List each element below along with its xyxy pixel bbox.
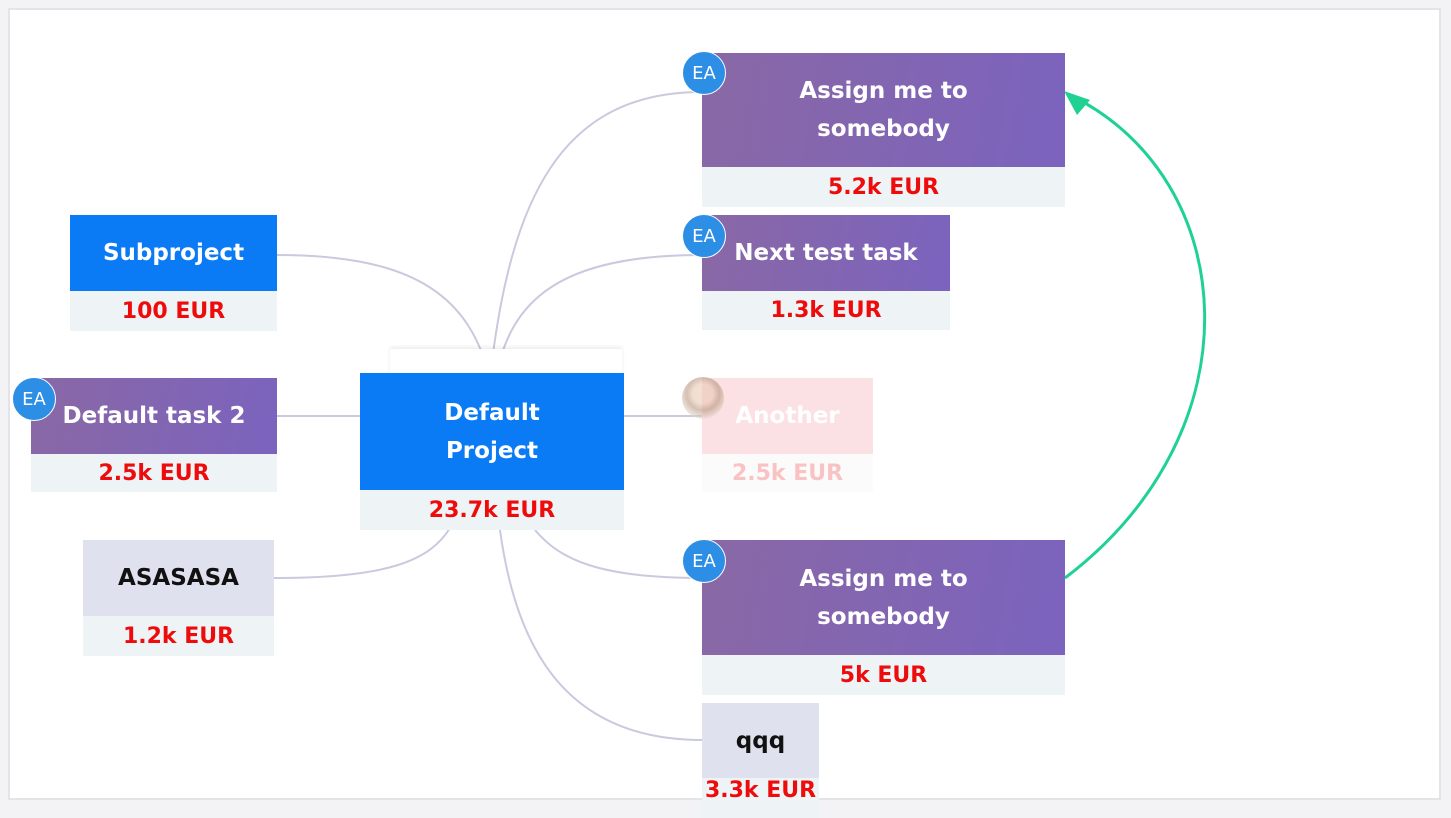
node-title-line-2: somebody: [817, 116, 950, 142]
node-title-line-1: Assign me to: [799, 565, 968, 592]
node-amount: 3.3k EUR: [702, 778, 819, 818]
link-asasasa: [273, 527, 451, 579]
node-qqq[interactable]: qqq 3.3k EUR: [702, 703, 819, 818]
node-assign-top[interactable]: Assign me to somebody 5.2k EUR: [702, 53, 1065, 207]
node-title: qqq: [702, 703, 819, 778]
node-assign-bottom[interactable]: Assign me to somebody 5k EUR: [702, 540, 1065, 695]
node-title: Assign me to somebody: [702, 53, 1065, 167]
node-amount: 2.5k EUR: [702, 454, 873, 492]
node-amount: 100 EUR: [70, 291, 277, 331]
node-another[interactable]: Another 2.5k EUR: [702, 378, 873, 492]
node-title-line-1: Assign me to: [799, 78, 968, 104]
node-title: Next test task: [702, 215, 950, 291]
node-amount: 1.3k EUR: [702, 291, 950, 330]
node-title: Default task 2: [31, 378, 277, 454]
link-assign-bottom: [534, 529, 703, 579]
node-amount: 5.2k EUR: [702, 167, 1065, 207]
node-next-test-task[interactable]: Next test task 1.3k EUR: [702, 215, 950, 330]
arrow-head-icon: [1064, 91, 1090, 115]
node-title-line-2: Project: [445, 437, 539, 464]
node-title: Another: [702, 378, 873, 454]
node-title: Default Project: [360, 373, 624, 490]
user-avatar-icon[interactable]: EA: [682, 51, 726, 95]
user-avatar-icon[interactable]: EA: [12, 377, 56, 421]
node-title: Subproject: [70, 215, 277, 291]
dependency-link: [1064, 94, 1207, 580]
node-default-project[interactable]: Default Project 23.7k EUR: [360, 349, 624, 530]
node-amount: 1.2k EUR: [83, 616, 274, 656]
node-title: ASASASA: [83, 540, 274, 616]
node-title-line-1: Default: [444, 399, 540, 426]
node-amount: 5k EUR: [702, 655, 1065, 695]
user-avatar-icon[interactable]: EA: [682, 539, 726, 583]
node-subproject[interactable]: Subproject 100 EUR: [70, 215, 277, 331]
node-amount: 23.7k EUR: [360, 490, 624, 530]
node-default-task-2[interactable]: Default task 2 2.5k EUR: [31, 378, 277, 492]
node-title: Assign me to somebody: [702, 540, 1065, 655]
link-qqq: [499, 529, 703, 741]
user-avatar-icon[interactable]: EA: [682, 214, 726, 258]
link-assign-top: [489, 91, 703, 379]
node-title-line-2: somebody: [817, 603, 950, 630]
user-photo-icon[interactable]: [682, 377, 724, 419]
node-asasasa[interactable]: ASASASA 1.2k EUR: [83, 540, 274, 656]
node-amount: 2.5k EUR: [31, 454, 277, 492]
